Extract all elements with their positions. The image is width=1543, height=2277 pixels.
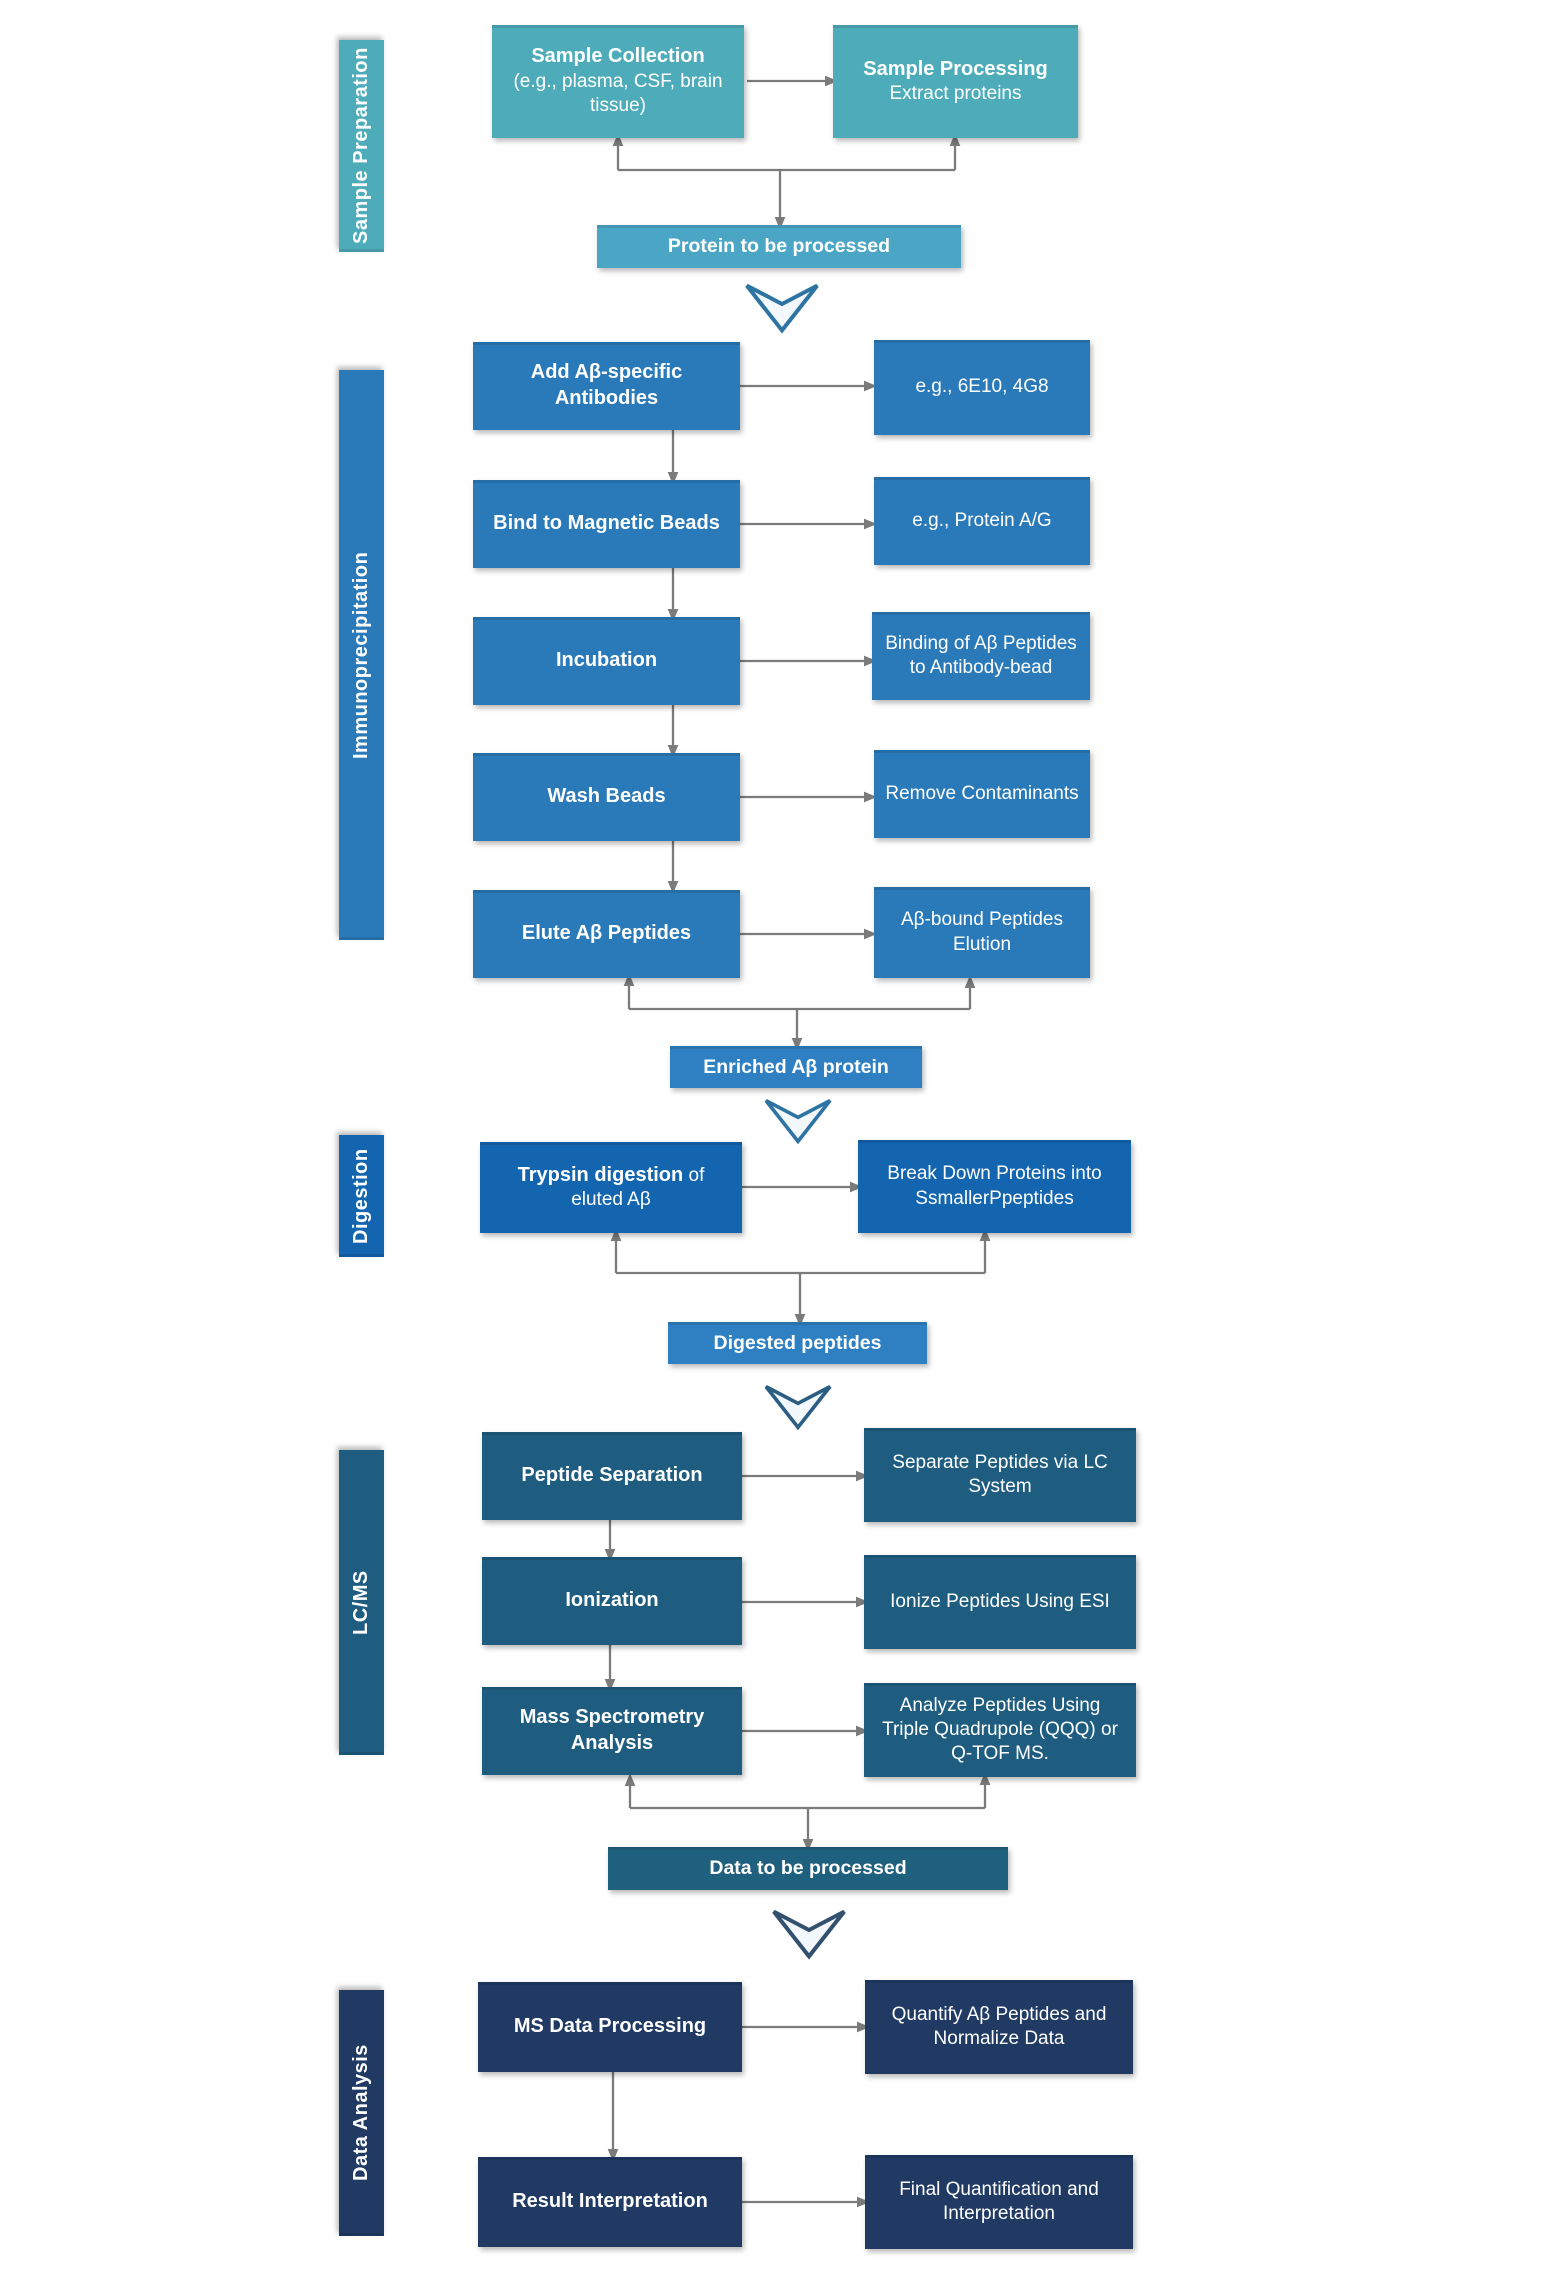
- bar-data-to-be-processed: Data to be processed: [608, 1847, 1008, 1890]
- sidebar-digestion: Digestion: [339, 1135, 384, 1257]
- sidebar-sample-preparation: Sample Preparation: [339, 40, 384, 252]
- note-text: Separate Peptides via LC System: [892, 1451, 1108, 1497]
- box-title: Mass Spectrometry Analysis: [519, 1706, 705, 1754]
- note-separate-peptides-lc: Separate Peptides via LC System: [864, 1428, 1136, 1522]
- box-title: Ionization: [565, 1589, 659, 1612]
- box-title: Wash Beads: [547, 785, 666, 808]
- note-text: Remove Contaminants: [885, 782, 1079, 804]
- box-ionization: Ionization: [482, 1557, 742, 1645]
- note-ab-bound-elution: Aβ-bound Peptides Elution: [874, 887, 1090, 978]
- box-title: Add Aβ-specific Antibodies: [530, 361, 683, 409]
- box-title: MS Data Processing: [513, 2015, 707, 2038]
- box-result-interpretation: Result Interpretation: [478, 2157, 742, 2247]
- box-title-bold: Trypsin digestion: [517, 1163, 684, 1186]
- bar-digested-peptides: Digested peptides: [668, 1322, 927, 1364]
- note-ionize-esi: Ionize Peptides Using ESI: [864, 1555, 1136, 1649]
- note-break-down-proteins: Break Down Proteins into SsmallerPpeptid…: [858, 1140, 1131, 1233]
- box-title: Sample Processing: [863, 57, 1048, 80]
- box-wash-beads: Wash Beads: [473, 753, 740, 841]
- box-sample-processing: Sample Processing Extract proteins: [833, 25, 1078, 138]
- note-text: Quantify Aβ Peptides and Normalize Data: [891, 2003, 1107, 2049]
- box-title-rest: of eluted Aβ: [571, 1164, 705, 1211]
- box-title: Elute Aβ Peptides: [521, 922, 692, 945]
- note-analyze-qqq-qtof: Analyze Peptides Using Triple Quadrupole…: [864, 1683, 1136, 1777]
- box-title: Result Interpretation: [512, 2190, 708, 2213]
- box-mass-spec-analysis: Mass Spectrometry Analysis: [482, 1687, 742, 1775]
- note-text: e.g., 6E10, 4G8: [915, 376, 1049, 398]
- note-6e10-4g8: e.g., 6E10, 4G8: [874, 340, 1090, 435]
- note-quantify-normalize: Quantify Aβ Peptides and Normalize Data: [865, 1980, 1133, 2074]
- box-ms-data-processing: MS Data Processing: [478, 1982, 742, 2072]
- box-title: Incubation: [555, 649, 658, 672]
- chevron-down-icon: [764, 1385, 832, 1431]
- box-trypsin-digestion: Trypsin digestion of eluted Aβ: [480, 1142, 742, 1233]
- chevron-down-icon: [764, 1099, 832, 1145]
- sidebar-data-analysis: Data Analysis: [339, 1990, 384, 2236]
- box-subtitle: (e.g., plasma, CSF, brain tissue): [513, 70, 723, 117]
- note-final-quantification: Final Quantification and Interpretation: [865, 2155, 1133, 2249]
- box-sample-collection: Sample Collection (e.g., plasma, CSF, br…: [492, 25, 744, 138]
- note-text: Binding of Aβ Peptides to Antibody-bead: [885, 632, 1077, 678]
- bar-enriched-ab-protein: Enriched Aβ protein: [670, 1046, 922, 1088]
- note-text: Break Down Proteins into SsmallerPpeptid…: [887, 1163, 1102, 1209]
- sidebar-immunoprecipitation: Immunoprecipitation: [339, 370, 384, 940]
- note-binding-ab-peptides: Binding of Aβ Peptides to Antibody-bead: [872, 612, 1090, 700]
- box-title: Sample Collection: [531, 45, 705, 68]
- box-title: Peptide Separation: [521, 1464, 703, 1487]
- note-remove-contaminants: Remove Contaminants: [874, 750, 1090, 838]
- note-text: Final Quantification and Interpretation: [899, 2178, 1099, 2224]
- sidebar-lc-ms: LC/MS: [339, 1450, 384, 1755]
- note-text: Aβ-bound Peptides Elution: [901, 909, 1063, 955]
- box-bind-magnetic-beads: Bind to Magnetic Beads: [473, 480, 740, 568]
- chevron-down-icon: [772, 1909, 846, 1960]
- box-incubation: Incubation: [473, 617, 740, 705]
- box-peptide-separation: Peptide Separation: [482, 1432, 742, 1520]
- box-elute-ab-peptides: Elute Aβ Peptides: [473, 890, 740, 978]
- chevron-down-icon: [745, 283, 819, 334]
- bar-protein-to-be-processed: Protein to be processed: [597, 225, 961, 268]
- note-text: Ionize Peptides Using ESI: [890, 1590, 1110, 1612]
- box-add-antibodies: Add Aβ-specific Antibodies: [473, 342, 740, 430]
- box-subtitle: Extract proteins: [889, 83, 1022, 105]
- note-text: Analyze Peptides Using Triple Quadrupole…: [882, 1694, 1118, 1765]
- note-protein-ag: e.g., Protein A/G: [874, 477, 1090, 565]
- box-title: Bind to Magnetic Beads: [493, 512, 720, 535]
- note-text: e.g., Protein A/G: [912, 509, 1052, 531]
